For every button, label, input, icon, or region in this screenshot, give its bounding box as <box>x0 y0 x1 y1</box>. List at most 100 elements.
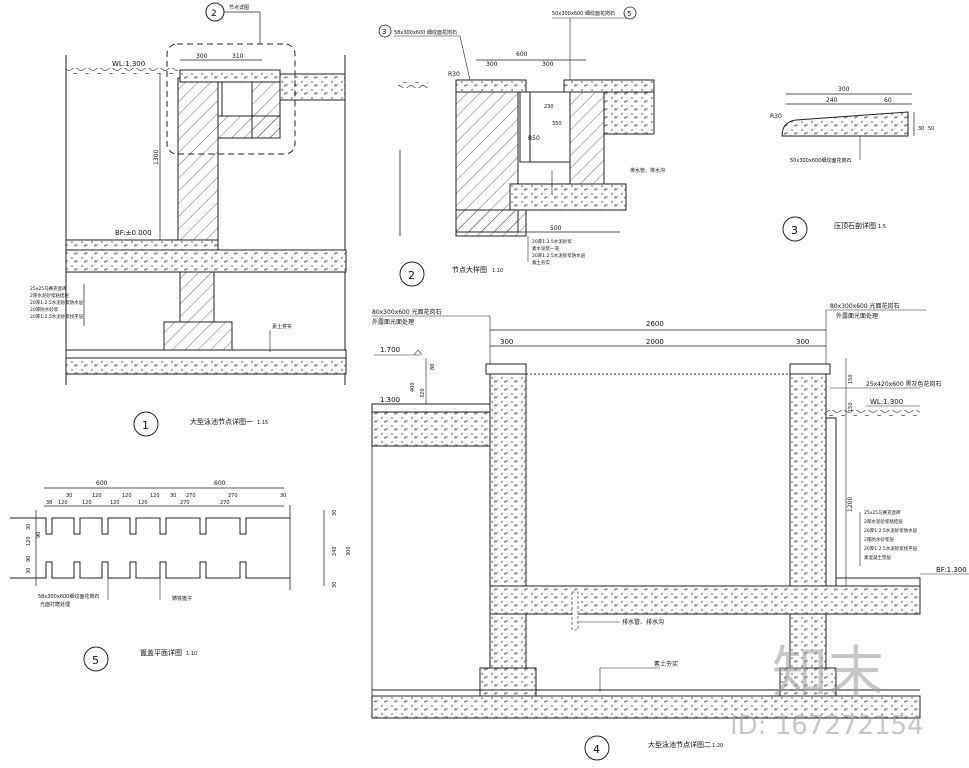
d1-callout-box <box>166 43 296 155</box>
d4-dim-seg-b: 2000 <box>646 338 664 346</box>
detail-1: WL:1.300 BF:±0.000 300 310 1300 2 节点详图 2… <box>30 2 347 437</box>
watermark-id: ID: 167272154 <box>730 711 924 741</box>
d5-seg-r2-1: 38 <box>46 500 52 506</box>
d5-seg-8: 30 <box>280 493 286 499</box>
d1-gutter <box>221 81 253 117</box>
d1-callout-bubble-label: 2 <box>211 9 217 19</box>
d5-seg-dims: 30 120 120 120 30 270 270 30 38 120 120 … <box>46 493 286 506</box>
d4-left-ground <box>371 411 491 447</box>
d4-level-top-marker <box>413 349 423 356</box>
d4-right-wall <box>789 367 827 669</box>
d4-pipe-note: 排水管、排水沟 <box>622 618 664 626</box>
d2-dim-a: 300 <box>486 61 498 68</box>
d1-coping <box>179 69 281 83</box>
d4-layer-2: 2厚水泥砂浆粘结层 <box>864 518 903 525</box>
d3-scale: 1:5 <box>878 224 886 230</box>
d5-callout-left-2: 光面打磨处理 <box>40 601 70 608</box>
d4-tile-callout: 25x420x600 黑灰色花岗石 <box>866 380 942 388</box>
d2-bubble-left <box>378 24 392 38</box>
d1-base-note: 素土夯实 <box>272 323 292 330</box>
d1-callout-text: 节点详图 <box>229 4 249 11</box>
d1-pool-wall <box>177 77 219 251</box>
d2-coping-left <box>455 79 527 93</box>
d2-layer-2: 素水泥浆一道 <box>532 245 559 252</box>
d4-title: 大型泳池节点详图二 <box>648 740 711 749</box>
d2-dim-inner-a: 230 <box>544 104 554 110</box>
d5-seg-r2-6: 270 <box>180 500 190 506</box>
d4-callout-right-2: 外露面光面处理 <box>836 312 878 320</box>
d1-base-slab <box>65 357 347 375</box>
d2-gutter-wall <box>569 91 605 185</box>
d4-right-floor-finish <box>835 577 921 587</box>
d2-pipe-note: 排水管、排水沟 <box>630 167 665 174</box>
d4-coping-left <box>485 363 527 375</box>
d2-water-surface <box>398 82 428 88</box>
d4-number: 4 <box>593 743 600 756</box>
d1-layer-4: 20厚防水砂浆 <box>30 306 59 313</box>
detail-3: 300 240 60 R30 30 50 50x300x600细纹面花岗石 3 … <box>770 86 934 242</box>
d5-dim-left-5: 30 <box>26 568 32 574</box>
d5-dim-left-2: 120 <box>26 536 32 546</box>
d2-callout-left: 58x300x600 细纹面花岗石 <box>394 29 457 36</box>
d1-dim-a: 300 <box>196 53 208 60</box>
d4-dim-right-b: 150 <box>848 402 854 412</box>
d5-dim-right-2: 240 <box>332 546 338 556</box>
d5-seg-5: 30 <box>170 493 176 499</box>
d2-coping-right <box>563 79 655 93</box>
d5-dim-left-1: 30 <box>26 524 32 530</box>
d1-layer-2: 2厚水泥砂浆粘结层 <box>30 292 69 299</box>
d1-dim-b: 310 <box>232 53 244 60</box>
d4-layer-3: 20厚1:2.5水泥砂浆防水层 <box>864 527 918 534</box>
d1-pool-floor-finish <box>65 239 219 251</box>
d4-coping-right <box>789 363 831 375</box>
d4-left-finish <box>371 403 491 413</box>
d4-dim-seg-a: 300 <box>500 338 513 346</box>
d1-deck-slab <box>279 73 346 101</box>
d4-footing-right <box>779 667 837 697</box>
d2-radius-b: R50 <box>528 135 540 142</box>
d5-scale: 1:10 <box>186 651 197 657</box>
d3-dim-side-b: 50 <box>928 126 934 132</box>
d5-seg-6: 270 <box>186 493 196 499</box>
d4-dim-seg-c: 300 <box>796 338 809 346</box>
d3-number: 3 <box>791 224 798 237</box>
d4-layer-notes: 25x25马赛克瓷砖 2厚水泥砂浆粘结层 20厚1:2.5水泥砂浆防水层 2厚防… <box>859 509 918 566</box>
d1-footing <box>163 321 233 351</box>
d4-bf-label: BF:1.300 <box>936 566 967 574</box>
d4-footing-left <box>479 667 537 697</box>
d2-title: 节点大样图 <box>452 265 487 274</box>
d4-tile-lining <box>825 417 837 587</box>
d5-dim-right-1: 30 <box>332 510 338 516</box>
d2-radius-a: R30 <box>448 71 460 78</box>
d5-number-circle <box>83 646 109 672</box>
d5-dim-top-a: 600 <box>96 480 108 487</box>
d2-gutter-lining <box>519 91 531 163</box>
d4-layer-1: 25x25马赛克瓷砖 <box>864 509 901 516</box>
d4-base-note: 素土夯实 <box>654 660 678 668</box>
d4-level-top: 1.700 <box>380 346 400 354</box>
d3-dim-total: 300 <box>838 86 850 93</box>
d4-drain-pipe <box>571 591 579 631</box>
watermark-logo: 知末 <box>772 641 884 706</box>
d3-dim-side-a: 30 <box>918 126 924 132</box>
d5-seg-3: 120 <box>122 493 132 499</box>
d1-layer-3: 20厚1:2.5水泥砂浆防水层 <box>30 299 84 306</box>
d5-dim-right-3: 300 <box>346 546 352 556</box>
d1-wl-label: WL:1.300 <box>112 60 145 68</box>
d4-dim-left-c: 80 <box>430 364 436 370</box>
d1-column <box>179 271 215 323</box>
d1-water-surface <box>66 68 178 74</box>
d2-bottom-dim: 500 <box>550 225 562 232</box>
d5-seg-7: 270 <box>228 493 238 499</box>
d1-number-circle <box>133 411 159 437</box>
d1-dim-side: 1300 <box>153 150 160 165</box>
d4-scale: 1:20 <box>712 743 723 749</box>
d5-seg-r2-3: 120 <box>82 500 92 506</box>
d2-layer-3: 20厚1:2.5水泥砂浆防水层 <box>532 252 586 259</box>
d3-callout: 50x300x600细纹面花岗石 <box>790 157 851 164</box>
d5-title: 篦盖平面详图 <box>140 648 182 657</box>
d2-gutter <box>529 91 571 163</box>
d5-seg-2: 120 <box>92 493 102 499</box>
